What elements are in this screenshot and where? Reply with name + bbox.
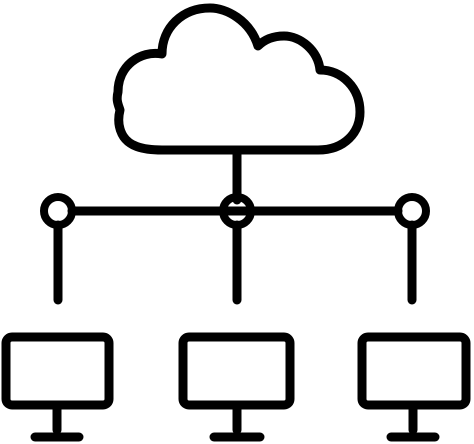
monitor-icon: [357, 332, 471, 442]
monitor-icon: [178, 332, 295, 442]
junction-node-center: [219, 193, 255, 229]
junction-node-left: [40, 193, 76, 229]
monitor-icon: [1, 332, 114, 442]
cloud-icon: [112, 3, 365, 155]
junction-node-right: [394, 193, 430, 229]
